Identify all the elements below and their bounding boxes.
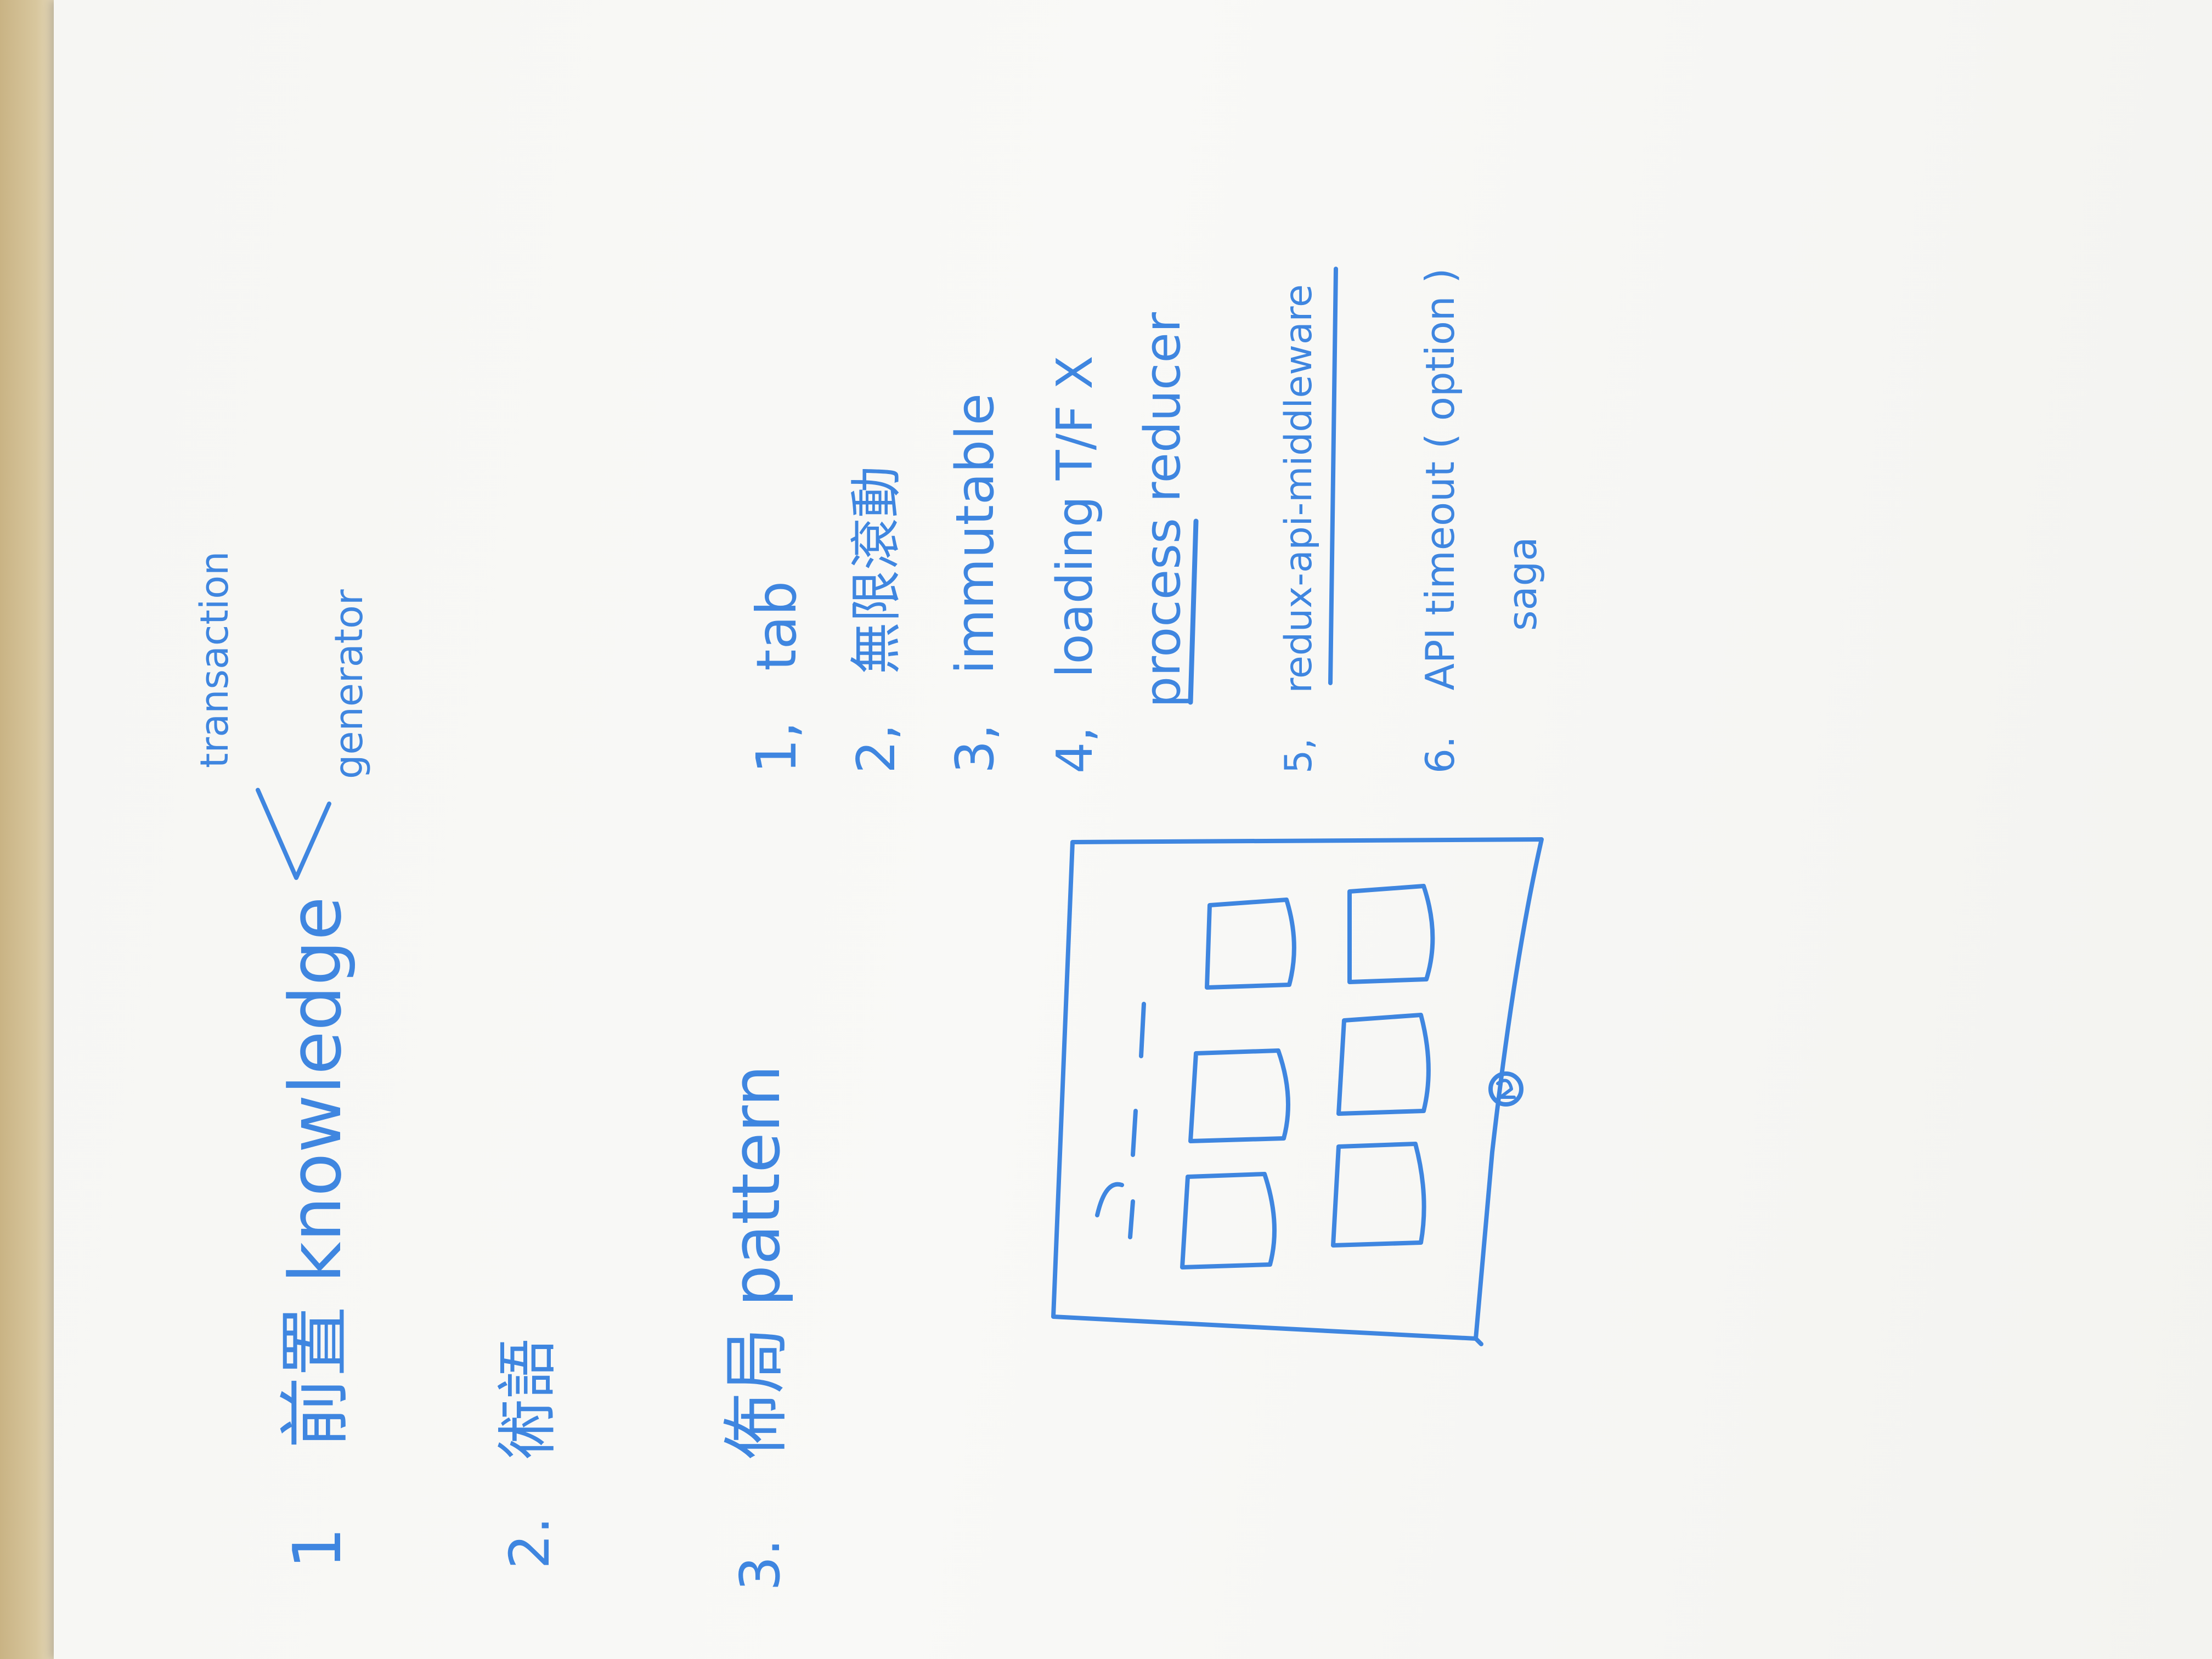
step-5-underline xyxy=(1328,267,1338,685)
step-4: 4, loading T/F X xyxy=(1046,356,1104,774)
wireframe-card xyxy=(1331,1142,1426,1248)
wireframe-header-dash xyxy=(1128,1199,1135,1239)
step-4-subline: process reducer xyxy=(1134,312,1192,708)
step-2: 2, 無限滾動 xyxy=(847,466,907,774)
step-5-text: redux-api-middleware xyxy=(1277,284,1321,693)
step-1-text: tab xyxy=(744,581,809,671)
step-6-number: 6. xyxy=(1417,736,1463,774)
wireframe-page-marker-digit xyxy=(1496,1079,1516,1099)
item-2-number: 2. xyxy=(498,1517,562,1569)
whiteboard xyxy=(54,0,2212,1659)
step-3-text: immutable xyxy=(945,393,1006,674)
branch-generator: generator xyxy=(326,589,371,779)
wireframe-frame-extension xyxy=(1474,1336,1483,1346)
step-1-number: 1, xyxy=(744,721,809,774)
wireframe-header-mark xyxy=(1095,1182,1124,1217)
step-6-text: API timeout ( option ) xyxy=(1417,268,1463,691)
step-4-number: 4, xyxy=(1046,726,1104,774)
process-underline xyxy=(1188,518,1199,705)
step-4-text: loading T/F X xyxy=(1046,356,1104,678)
step-2-number: 2, xyxy=(847,724,907,774)
step-1: 1, tab xyxy=(744,581,809,774)
wireframe-card xyxy=(1188,1048,1290,1143)
item-2-label: 術語 xyxy=(493,1339,563,1459)
wireframe-card xyxy=(1180,1172,1277,1269)
step-2-text: 無限滾動 xyxy=(847,466,907,674)
step-6: 6. API timeout ( option ) xyxy=(1417,268,1463,774)
item-1-number: 1 xyxy=(280,1527,356,1569)
wireframe-card xyxy=(1205,898,1296,990)
item-3-number: 3. xyxy=(728,1539,792,1591)
step-5: 5, redux-api-middleware xyxy=(1277,284,1321,774)
branch-bracket xyxy=(256,788,331,880)
step-3: 3, immutable xyxy=(945,393,1006,774)
step-5-number: 5, xyxy=(1277,738,1321,774)
step-6-subline: saga xyxy=(1499,537,1545,631)
layout-wireframe-sketch xyxy=(1051,837,1544,1346)
wireframe-frame xyxy=(1051,837,1544,1341)
step-3-number: 3, xyxy=(945,724,1006,774)
item-1-label: 前置 knowledge xyxy=(274,896,357,1448)
wireframe-page-marker xyxy=(1488,1071,1523,1107)
wireframe-header-dash xyxy=(1131,1109,1138,1157)
branch-transaction: transaction xyxy=(192,551,237,768)
wireframe-header-dash xyxy=(1139,1002,1146,1058)
wireframe-card xyxy=(1347,884,1435,984)
item-3-label: 佈局 pattern xyxy=(719,1065,795,1459)
wireframe-card xyxy=(1336,1013,1431,1116)
wooden-frame-edge xyxy=(0,0,60,1659)
